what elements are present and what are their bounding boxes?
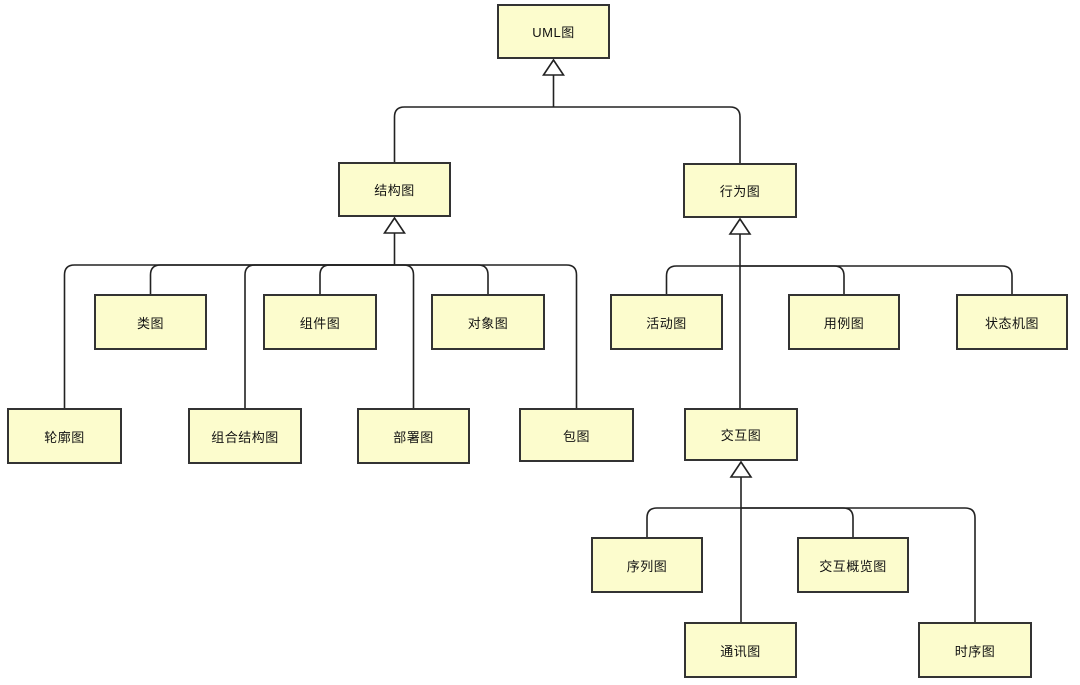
node-uml[interactable]: UML图 [497, 4, 610, 59]
node-activity[interactable]: 活动图 [610, 294, 723, 350]
node-sequence[interactable]: 序列图 [591, 537, 703, 593]
node-label-activity: 活动图 [646, 315, 687, 331]
node-communication[interactable]: 通讯图 [684, 622, 797, 678]
edge-uml-behavior [553, 106, 741, 163]
node-component[interactable]: 组件图 [263, 294, 377, 350]
node-interaction[interactable]: 交互图 [684, 408, 798, 461]
edge-behavior-state-machine [740, 265, 1013, 294]
node-class[interactable]: 类图 [94, 294, 207, 350]
node-label-package: 包图 [562, 428, 590, 444]
generalization-arrow-structure [383, 216, 406, 234]
node-label-interaction: 交互图 [720, 428, 762, 443]
node-label-object: 对象图 [467, 315, 509, 331]
node-interaction-overview[interactable]: 交互概览图 [797, 537, 909, 593]
node-label-communication: 通讯图 [720, 643, 761, 659]
node-label-class: 类图 [136, 315, 164, 331]
edge-structure-class [149, 264, 395, 294]
node-profile[interactable]: 轮廓图 [7, 408, 122, 464]
edge-interaction-timing [741, 507, 976, 622]
generalization-arrow-behavior [728, 217, 752, 235]
edge-structure-package [394, 264, 578, 408]
edge-structure-composite-structure [244, 264, 395, 408]
node-use-case[interactable]: 用例图 [788, 294, 900, 350]
generalization-arrow-interaction [729, 460, 753, 478]
edge-structure-profile [63, 264, 395, 408]
node-behavior[interactable]: 行为图 [683, 163, 797, 218]
node-label-state-machine: 状态机图 [984, 315, 1039, 331]
node-label-behavior: 行为图 [719, 184, 761, 199]
node-label-use-case: 用例图 [823, 315, 865, 331]
edge-structure-component [319, 264, 395, 294]
edge-structure-deployment [394, 264, 415, 408]
node-timing[interactable]: 时序图 [918, 622, 1032, 678]
node-object[interactable]: 对象图 [431, 294, 545, 350]
node-deployment[interactable]: 部署图 [357, 408, 470, 464]
node-label-timing: 时序图 [954, 643, 996, 659]
edge-behavior-activity [665, 265, 740, 294]
edge-interaction-sequence [646, 507, 741, 537]
edge-uml-structure [393, 106, 554, 162]
node-state-machine[interactable]: 状态机图 [956, 294, 1068, 350]
node-structure[interactable]: 结构图 [338, 162, 451, 217]
node-label-profile: 轮廓图 [44, 429, 85, 445]
node-label-composite-structure: 组合结构图 [211, 429, 279, 445]
node-composite-structure[interactable]: 组合结构图 [188, 408, 302, 464]
edge-behavior-use-case [740, 265, 845, 294]
node-label-uml: UML图 [532, 25, 575, 40]
node-label-component: 组件图 [299, 315, 341, 331]
edge-interaction-interaction-overview [741, 507, 854, 537]
node-label-structure: 结构图 [374, 183, 415, 198]
edge-structure-object [394, 264, 489, 294]
node-label-sequence: 序列图 [626, 558, 668, 574]
generalization-arrow-uml [542, 58, 565, 76]
node-label-interaction-overview: 交互概览图 [819, 558, 887, 574]
node-label-deployment: 部署图 [393, 429, 434, 445]
node-package[interactable]: 包图 [519, 408, 634, 462]
